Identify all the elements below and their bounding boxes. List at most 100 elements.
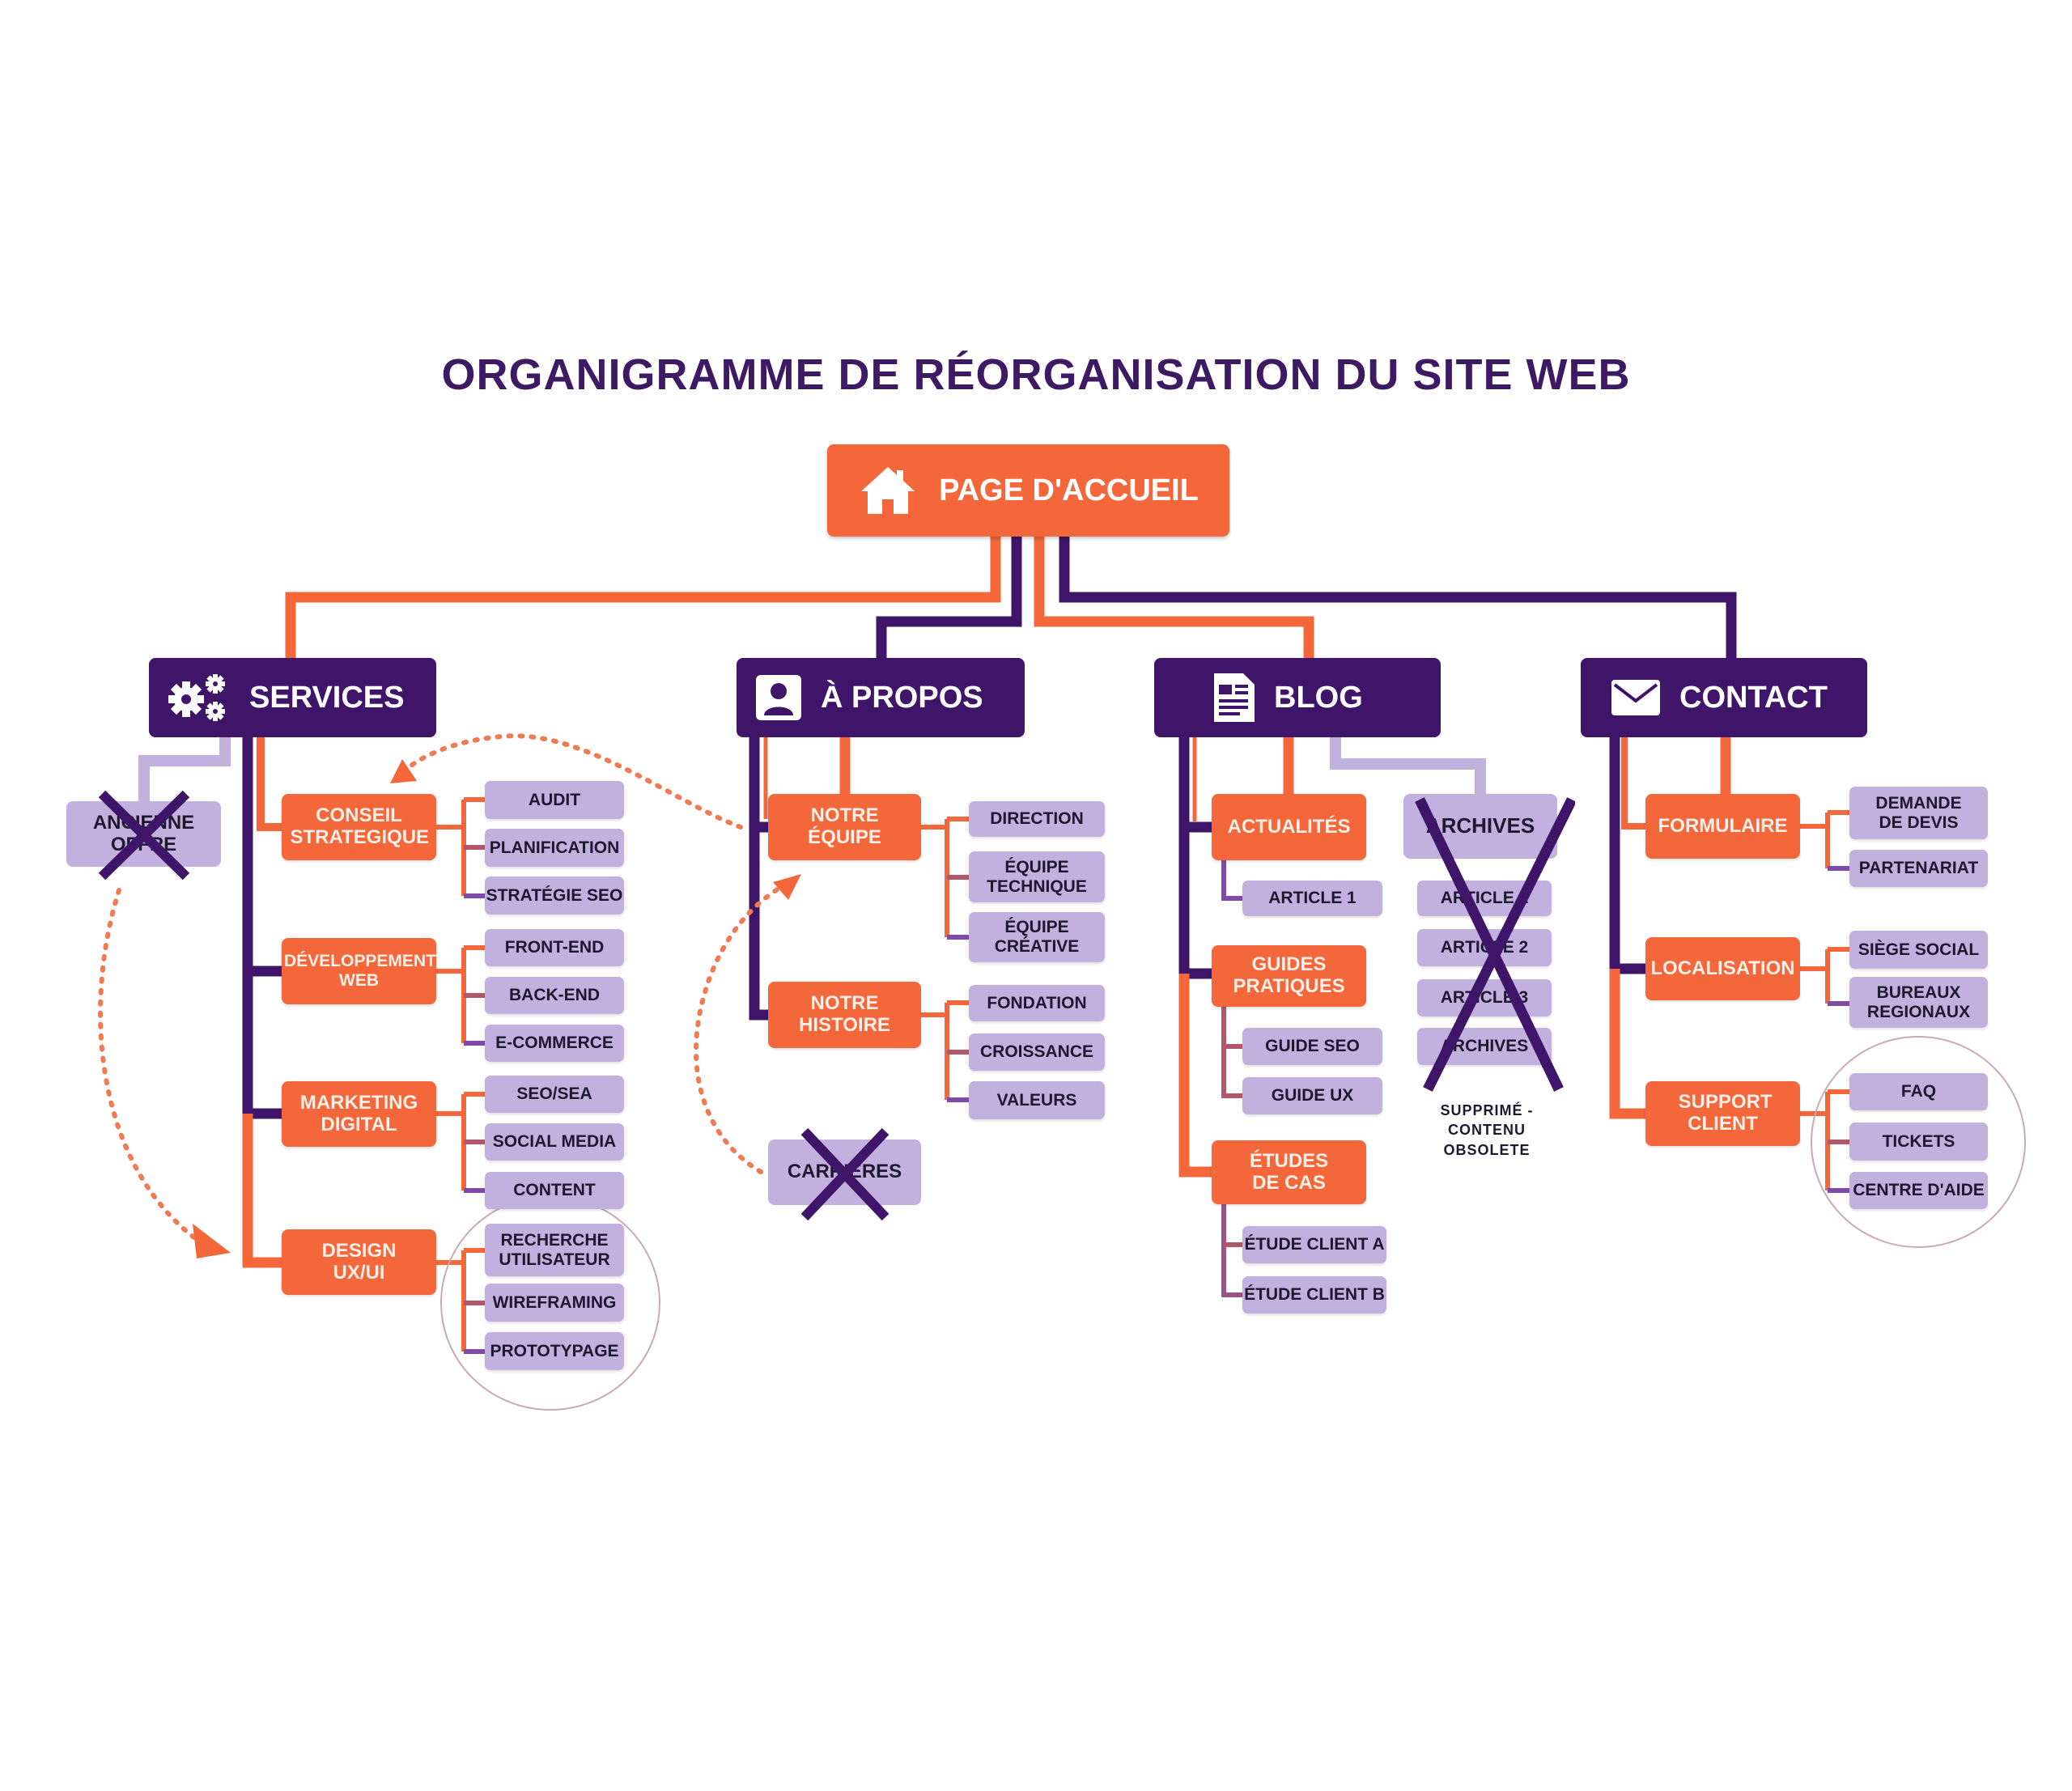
leaf-content[interactable]: CONTENT (485, 1172, 624, 1209)
leaf-etude-client-a[interactable]: ÉTUDE CLIENT A (1242, 1226, 1386, 1263)
leaf-label: SOCIAL MEDIA (492, 1132, 617, 1152)
leaf-demande-de-devis[interactable]: DEMANDE DE DEVIS (1849, 787, 1988, 839)
node-developpement-web[interactable]: DÉVELOPPEMENT WEB (282, 938, 436, 1004)
home-icon (858, 464, 918, 517)
node-archives-removed[interactable]: ARCHIVES (1403, 794, 1557, 859)
leaf-label: ÉQUIPE TECHNIQUE (987, 857, 1087, 896)
leaf-faq[interactable]: FAQ (1849, 1073, 1988, 1110)
node-label: GUIDES PRATIQUES (1233, 953, 1345, 997)
node-guides-pratiques[interactable]: GUIDES PRATIQUES (1212, 945, 1366, 1007)
leaf-planification[interactable]: PLANIFICATION (485, 829, 624, 867)
leaf-e-commerce[interactable]: E-COMMERCE (485, 1025, 624, 1062)
highlight-circle-support (1811, 1036, 2026, 1248)
connector-root-apropos (876, 537, 1022, 658)
node-notre-histoire[interactable]: NOTRE HISTOIRE (768, 982, 921, 1048)
node-label: ÉTUDES DE CAS (1249, 1149, 1329, 1194)
leaf-label: ARTICLE 2 (1440, 938, 1529, 957)
leaf-guide-ux[interactable]: GUIDE UX (1242, 1077, 1382, 1114)
node-etudes-de-cas[interactable]: ÉTUDES DE CAS (1212, 1140, 1366, 1204)
leaf-partenariat[interactable]: PARTENARIAT (1849, 850, 1988, 887)
leaf-label: DIRECTION (990, 809, 1084, 829)
removed-note-text: SUPPRIMÉ - CONTENU OBSOLETE (1440, 1102, 1534, 1158)
node-support-client[interactable]: SUPPORT CLIENT (1645, 1081, 1800, 1146)
node-label: CONTACT (1679, 680, 1828, 715)
leaf-bureaux-regionaux[interactable]: BUREAUX REGIONAUX (1849, 977, 1988, 1028)
leaf-label: TICKETS (1882, 1131, 1955, 1151)
node-label: BLOG (1274, 680, 1363, 715)
node-label: DÉVELOPPEMENT WEB (284, 952, 436, 990)
leaf-equipe-creative[interactable]: ÉQUIPE CRÉATIVE (969, 912, 1105, 962)
node-label: ACTUALITÉS (1227, 815, 1351, 838)
leaf-label: STRATÉGIE SEO (486, 885, 623, 905)
removed-leaf-article-3[interactable]: ARTICLE 3 (1417, 979, 1552, 1016)
leaf-equipe-technique[interactable]: ÉQUIPE TECHNIQUE (969, 851, 1105, 902)
node-page-accueil[interactable]: PAGE D'ACCUEIL (827, 444, 1229, 537)
node-label: CONSEIL STRATEGIQUE (290, 804, 430, 848)
leaf-tickets[interactable]: TICKETS (1849, 1123, 1988, 1161)
leaf-strategie-seo[interactable]: STRATÉGIE SEO (485, 876, 624, 915)
arrowhead-conseil (390, 759, 417, 783)
removed-leaf-article-2[interactable]: ARTICLE 2 (1417, 929, 1552, 966)
leaf-label: ARTICLE 3 (1440, 988, 1529, 1008)
envelope-icon (1610, 678, 1662, 717)
leaf-label: SIÈGE SOCIAL (1858, 940, 1980, 959)
leaf-label: ÉTUDE CLIENT B (1244, 1285, 1385, 1305)
node-contact[interactable]: CONTACT (1581, 658, 1867, 737)
node-design-ux-ui[interactable]: DESIGN UX/UI (282, 1229, 436, 1295)
node-blog[interactable]: BLOG (1154, 658, 1441, 737)
leaf-valeurs[interactable]: VALEURS (969, 1081, 1105, 1119)
move-arrow-ancienne-offre-to-design (98, 888, 209, 1249)
leaf-prototypage[interactable]: PROTOTYPAGE (485, 1332, 624, 1370)
leaf-social-media[interactable]: SOCIAL MEDIA (485, 1123, 624, 1161)
node-ancienne-offre-removed[interactable]: ANCIENNE OFFRE (66, 801, 221, 867)
leaf-label: ÉQUIPE CRÉATIVE (994, 918, 1080, 956)
leaf-label: BUREAUX REGIONAUX (1866, 983, 1971, 1021)
leaf-label: ARTICLE 1 (1440, 889, 1529, 908)
node-marketing-digital[interactable]: MARKETING DIGITAL (282, 1081, 436, 1147)
leaf-centre-daide[interactable]: CENTRE D'AIDE (1849, 1172, 1988, 1209)
leaf-siege-social[interactable]: SIÈGE SOCIAL (1849, 931, 1988, 969)
connector-root-services (285, 537, 1001, 658)
node-label: NOTRE HISTOIRE (799, 992, 890, 1036)
node-formulaire[interactable]: FORMULAIRE (1645, 794, 1800, 859)
leaf-recherche-utilisateur[interactable]: RECHERCHE UTILISATEUR (485, 1224, 624, 1276)
leaf-etude-client-b[interactable]: ÉTUDE CLIENT B (1242, 1276, 1386, 1314)
connector-services-spine-orange (257, 737, 282, 831)
node-notre-equipe[interactable]: NOTRE ÉQUIPE (768, 794, 921, 860)
leaf-label: RECHERCHE UTILISATEUR (499, 1230, 610, 1269)
node-services[interactable]: SERVICES (149, 658, 436, 737)
leaf-label: BACK-END (509, 986, 600, 1005)
node-carrieres-removed[interactable]: CARRIÈRES (768, 1140, 921, 1205)
leaf-label: PLANIFICATION (489, 838, 620, 857)
leaf-croissance[interactable]: CROISSANCE (969, 1033, 1105, 1071)
leaf-guide-seo[interactable]: GUIDE SEO (1242, 1028, 1382, 1065)
leaf-front-end[interactable]: FRONT-END (485, 929, 624, 966)
node-label: SERVICES (249, 680, 405, 715)
node-conseil-strategique[interactable]: CONSEIL STRATEGIQUE (282, 794, 436, 860)
node-label: MARKETING DIGITAL (299, 1091, 418, 1135)
arrowhead-design (193, 1224, 231, 1258)
node-a-propos[interactable]: À PROPOS (737, 658, 1025, 737)
leaf-label: ÉTUDE CLIENT A (1244, 1235, 1385, 1254)
removed-leaf-article-1[interactable]: ARTICLE 1 (1417, 881, 1552, 916)
node-localisation[interactable]: LOCALISATION (1645, 937, 1800, 1000)
user-profile-icon (754, 673, 803, 722)
move-arrow-equipe-to-conseil (402, 733, 743, 830)
leaf-seo-sea[interactable]: SEO/SEA (485, 1076, 624, 1113)
node-label: ARCHIVES (1425, 813, 1535, 838)
removed-leaf-archives[interactable]: ARCHIVES (1417, 1028, 1552, 1065)
leaf-back-end[interactable]: BACK-END (485, 977, 624, 1014)
leaf-direction[interactable]: DIRECTION (969, 801, 1105, 837)
node-label: CARRIÈRES (787, 1161, 902, 1183)
leaf-label: AUDIT (528, 790, 581, 809)
leaf-label: CONTENT (513, 1181, 596, 1200)
leaf-label: FAQ (1900, 1082, 1937, 1101)
node-label: À PROPOS (821, 680, 983, 715)
leaf-audit[interactable]: AUDIT (485, 781, 624, 819)
leaf-article-1[interactable]: ARTICLE 1 (1242, 881, 1382, 916)
leaf-wireframing[interactable]: WIREFRAMING (485, 1284, 624, 1322)
node-actualites[interactable]: ACTUALITÉS (1212, 794, 1366, 860)
leaf-fondation[interactable]: FONDATION (969, 985, 1105, 1021)
